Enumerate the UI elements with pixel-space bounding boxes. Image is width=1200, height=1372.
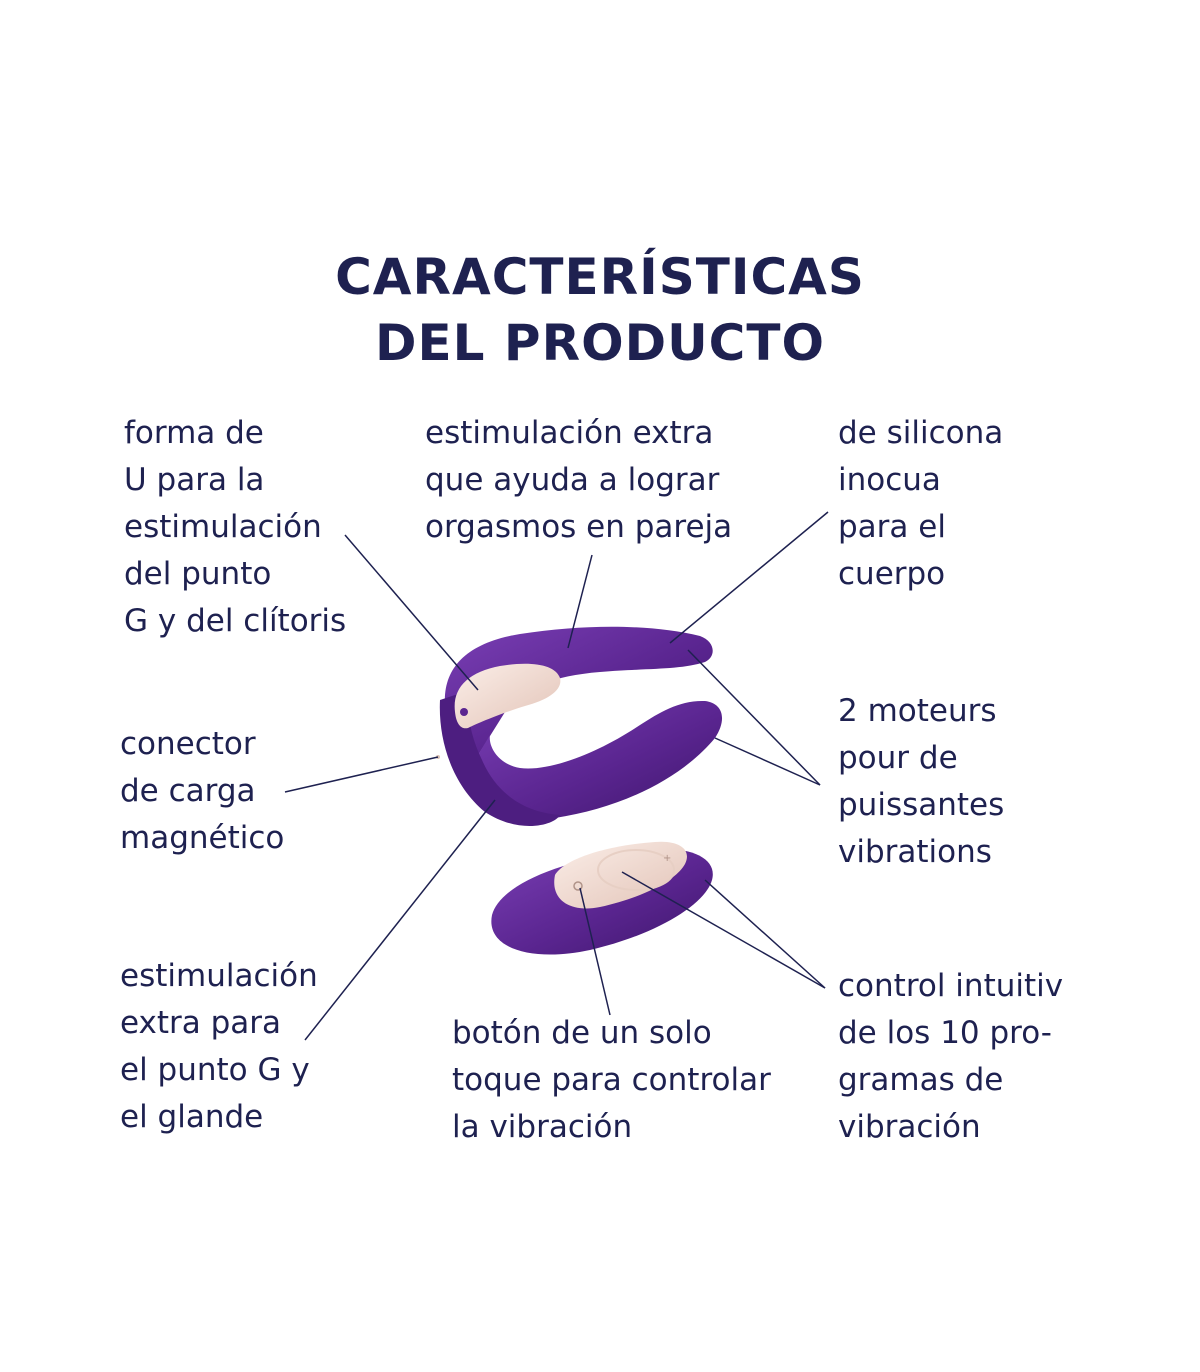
device-upper-arm <box>445 626 713 760</box>
callout-line-motor-lower <box>714 737 821 786</box>
feature-motors: 2 moteurs pour de puissantes vibrations <box>838 693 1005 870</box>
feature-u-shape: forma de U para la estimulación del punt… <box>124 415 347 639</box>
power-button-icon <box>460 708 468 716</box>
title-line-2: DEL PRODUCTO <box>375 313 825 372</box>
feature-silicone: de silicona inocua para el cuerpo <box>838 415 1004 592</box>
remote-power-icon <box>573 881 583 891</box>
callout-line-g-spot <box>304 799 496 1041</box>
callout-line-extra-stimulation <box>567 554 593 649</box>
title-line-1: CARACTERÍSTICAS <box>335 247 865 306</box>
remote-mode-dial <box>597 849 675 891</box>
feature-g-spot: estimulación extra para el punto G y el … <box>120 958 318 1135</box>
callout-line-charging <box>284 756 439 793</box>
feature-extra-stimulation: estimulación extra que ayuda a lograr or… <box>425 415 733 545</box>
device-button-plate <box>454 663 561 729</box>
callout-line-u-shape <box>344 534 479 691</box>
device-lower-arm <box>475 700 723 820</box>
callout-lines <box>284 511 829 1041</box>
feature-programs: control intuitiv de los 10 pro- gramas d… <box>838 968 1064 1145</box>
remote-control: + <box>491 841 713 955</box>
callout-line-programs-outer <box>704 879 826 989</box>
u-shaped-device <box>436 626 723 827</box>
remote-plus-icon: + <box>663 853 671 864</box>
feature-one-touch-button: botón de un solo toque para controlar la… <box>452 1015 771 1145</box>
callout-line-silicone <box>669 511 829 644</box>
callout-line-motor-upper <box>687 649 821 786</box>
callout-line-programs-inner <box>621 871 826 989</box>
feature-charging-connector: conector de carga magnético <box>120 726 285 856</box>
callout-line-one-touch <box>579 887 611 1016</box>
page-title: CARACTERÍSTICAS DEL PRODUCTO <box>0 244 1200 376</box>
remote-control-panel <box>554 841 687 909</box>
